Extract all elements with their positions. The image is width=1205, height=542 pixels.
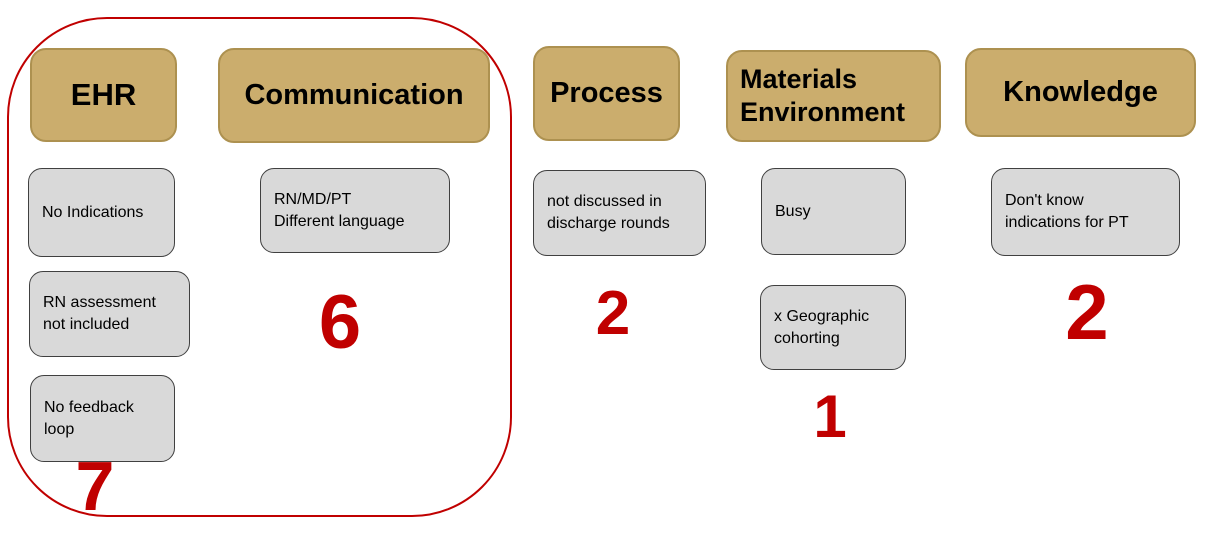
tally-count-communication: 6: [318, 280, 362, 365]
category-header-process: Process: [533, 46, 680, 141]
tally-count-knowledge: 2: [1065, 268, 1109, 356]
cause-note-discharge-rounds: not discussed in discharge rounds: [533, 170, 706, 256]
cause-note-rn-assessment: RN assessment not included: [29, 271, 190, 357]
tally-count-ehr: 7: [75, 447, 115, 525]
tally-count-materials-environment: 1: [813, 383, 847, 450]
cause-note-no-indications: No Indications: [28, 168, 175, 257]
category-header-materials-environment: Materials Environment: [726, 50, 941, 142]
category-header-ehr: EHR: [30, 48, 177, 142]
category-header-communication: Communication: [218, 48, 490, 143]
cause-note-busy: Busy: [761, 168, 906, 255]
cause-note-geographic-cohorting: x Geographic cohorting: [760, 285, 906, 370]
cause-note-different-language: RN/MD/PT Different language: [260, 168, 450, 253]
cause-note-dont-know-indications: Don't know indications for PT: [991, 168, 1180, 256]
tally-count-process: 2: [595, 279, 631, 348]
priority-group-outline: [7, 17, 512, 517]
category-header-knowledge: Knowledge: [965, 48, 1196, 137]
cause-note-no-feedback-loop: No feedback loop: [30, 375, 175, 462]
